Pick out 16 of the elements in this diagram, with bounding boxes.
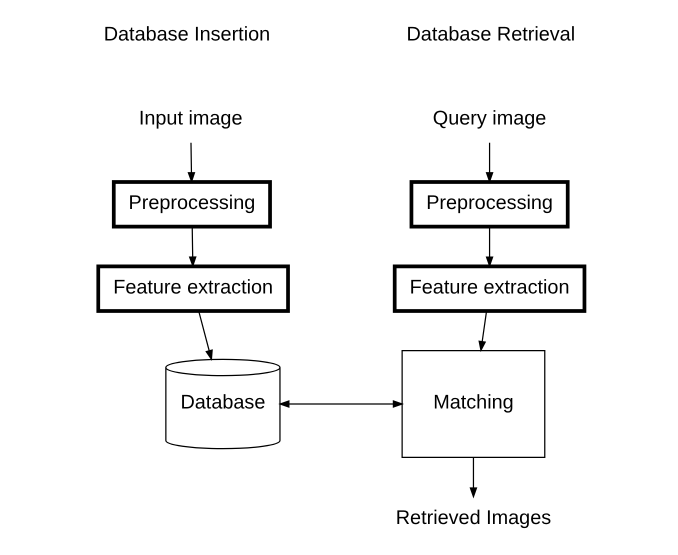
node-text: Retrieved Images [395,507,551,530]
arrow [469,457,477,499]
arrow [278,400,404,408]
node-box: Feature extraction [96,264,290,313]
arrow [478,311,487,352]
node-text: Query image [432,108,546,130]
arrow [485,142,493,184]
node-box: Feature extraction [392,264,586,313]
node-text: Input image [138,108,242,130]
node-box: Preprocessing [111,180,272,229]
label: Database Insertion [103,23,270,46]
label: Database Retrieval [406,23,575,46]
node-box: Preprocessing [409,180,570,229]
arrow [187,142,195,184]
node-box: Matching [401,350,545,458]
arrow [198,310,212,362]
